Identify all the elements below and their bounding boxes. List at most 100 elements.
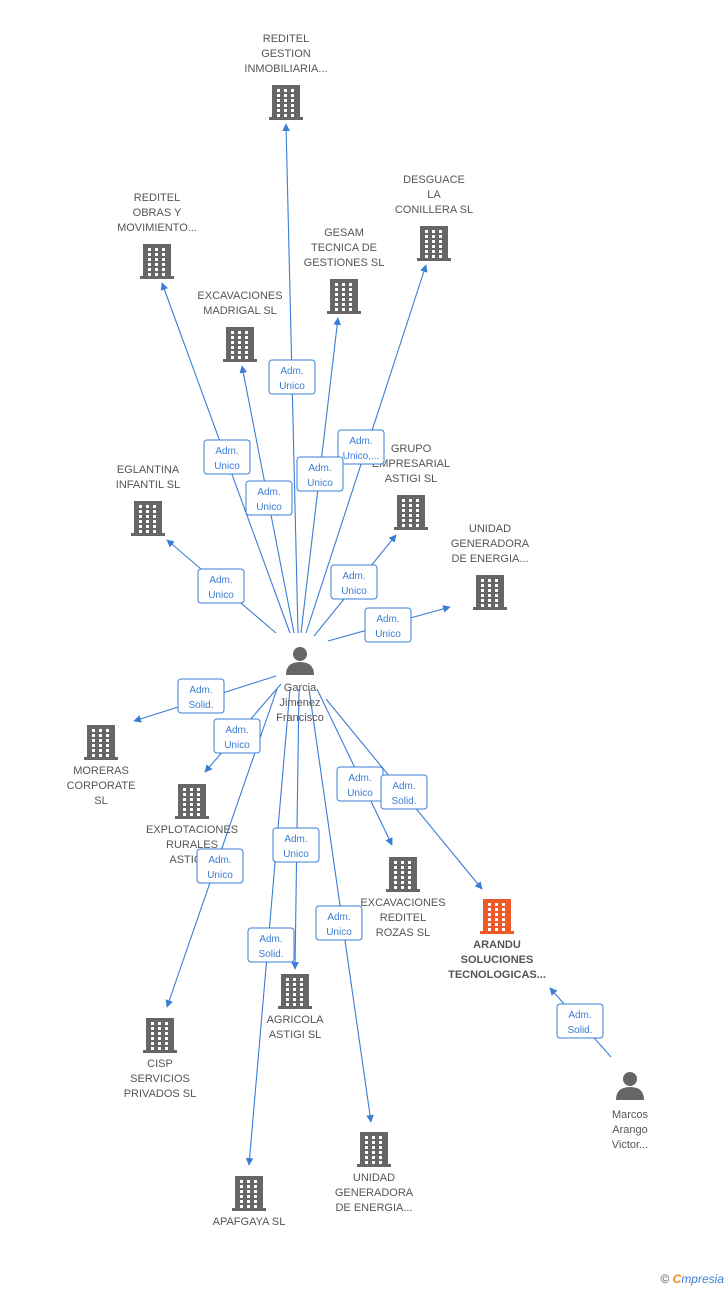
label-line: GENERADORA: [335, 1187, 414, 1199]
relation-label: Unico,...: [343, 451, 380, 462]
company-node-agricola-building-icon[interactable]: [278, 974, 312, 1009]
relation-badge[interactable]: Adm.Unico: [330, 564, 378, 600]
relation-label: Adm.: [392, 781, 415, 792]
label-line: CORPORATE: [67, 780, 136, 792]
label-line: LA: [427, 189, 441, 201]
relation-label: Adm.: [348, 773, 371, 784]
label-line: SL: [94, 795, 107, 807]
label-line: TECNICA DE: [311, 242, 377, 254]
relation-badge[interactable]: Adm. Unico: [245, 480, 293, 516]
relation-label: Adm.: [280, 366, 303, 377]
company-node-gesam-building-icon[interactable]: [327, 279, 361, 314]
company-node-arandu-building-icon[interactable]: [480, 899, 514, 934]
brand-logo-initial: C: [672, 1272, 682, 1286]
company-node-apafgaya-building-icon[interactable]: [232, 1176, 266, 1211]
relation-edge: [245, 688, 291, 1166]
relation-label: Adm.: [257, 487, 280, 498]
relation-label: Adm.: [208, 855, 231, 866]
label-line: EXCAVACIONES: [360, 897, 445, 909]
person-node-garcia-person-icon[interactable]: [286, 647, 314, 675]
label-line: UNIDAD: [469, 523, 511, 535]
relation-label: Unico: [279, 381, 305, 392]
relation-label: Adm.: [259, 934, 282, 945]
company-node-moreras-building-icon[interactable]: [84, 725, 118, 760]
relation-label: Adm.: [308, 463, 331, 474]
label-line: ARANDU: [473, 939, 521, 951]
label-line: PRIVADOS SL: [124, 1088, 197, 1100]
company-node-reditel-gestion-building-icon[interactable]: [269, 85, 303, 120]
relation-label: Adm.: [376, 614, 399, 625]
company-node-eglantina-building-icon[interactable]: [131, 501, 165, 536]
relation-badge[interactable]: Adm. Unico: [315, 905, 363, 941]
label-line: DESGUACE: [403, 174, 465, 186]
company-label-excavaciones-reditel: EXCAVACIONES REDITEL ROZAS SL: [360, 897, 445, 939]
relation-badge[interactable]: Adm.Solid.: [380, 774, 428, 810]
label-line: GRUPO: [391, 443, 432, 455]
label-line: REDITEL: [134, 192, 180, 204]
relation-label: Unico: [214, 461, 240, 472]
company-node-unidad-1-building-icon[interactable]: [473, 575, 507, 610]
copyright-symbol: ©: [660, 1272, 670, 1286]
relation-label: Unico: [326, 927, 352, 938]
label-line: MADRIGAL SL: [203, 305, 277, 317]
label-line: CISP: [147, 1058, 173, 1070]
relation-badge[interactable]: Adm.Unico: [196, 848, 244, 884]
label-line: REDITEL: [380, 912, 426, 924]
relation-badge[interactable]: Adm. Solid.: [247, 927, 295, 963]
label-line: Garcia: [284, 682, 317, 694]
relation-label: Adm.: [568, 1010, 591, 1021]
company-node-excavaciones-madrigal-building-icon[interactable]: [223, 327, 257, 362]
company-node-unidad-2-building-icon[interactable]: [357, 1132, 391, 1167]
company-node-desguace-building-icon[interactable]: [417, 226, 451, 261]
relation-label: Solid.: [258, 949, 283, 960]
relation-label: Adm.: [327, 912, 350, 923]
label-line: ROZAS SL: [376, 927, 430, 939]
relation-label: Unico: [256, 502, 282, 513]
relation-badge[interactable]: Adm. Unico: [268, 359, 316, 395]
company-node-excavaciones-reditel-building-icon[interactable]: [386, 857, 420, 892]
label-line: INFANTIL SL: [116, 479, 180, 491]
company-node-reditel-obras-building-icon[interactable]: [140, 244, 174, 279]
relation-badge[interactable]: Adm.Unico,...: [337, 429, 385, 465]
company-label-desguace: DESGUACE LA CONILLERA SL: [395, 174, 473, 216]
person-node-marcos-person-icon[interactable]: [616, 1072, 644, 1100]
label-line: MOVIMIENTO...: [117, 222, 197, 234]
company-label-apafgaya: APAFGAYA SL: [213, 1216, 286, 1228]
company-node-explotaciones-building-icon[interactable]: [175, 784, 209, 819]
label-line: Victor...: [612, 1139, 648, 1151]
label-line: Marcos: [612, 1109, 649, 1121]
label-line: DE ENERGIA...: [451, 553, 528, 565]
brand-logo-name: mpresia: [681, 1272, 724, 1286]
relation-badge[interactable]: Adm.Unico: [272, 827, 320, 863]
relation-label: Adm.: [209, 575, 232, 586]
relation-label: Adm.: [189, 685, 212, 696]
relation-badge[interactable]: Adm.Unico: [336, 766, 384, 802]
relation-badge[interactable]: Adm.Solid.: [556, 1003, 604, 1039]
company-node-grupo-astigi-building-icon[interactable]: [394, 495, 428, 530]
relation-label: Adm.: [215, 446, 238, 457]
relation-badge[interactable]: Adm.Unico: [296, 456, 344, 492]
relation-badge[interactable]: Adm.Unico: [364, 607, 412, 643]
label-line: CONILLERA SL: [395, 204, 473, 216]
relation-badge[interactable]: Adm. Unico: [203, 439, 251, 475]
relation-label: Adm.: [225, 725, 248, 736]
company-node-cisp-building-icon[interactable]: [143, 1018, 177, 1053]
relation-label: Unico: [224, 740, 250, 751]
label-line: Jimenez: [280, 697, 321, 709]
relation-badge[interactable]: Adm. Unico: [213, 718, 261, 754]
label-line: APAFGAYA SL: [213, 1216, 286, 1228]
relation-badge[interactable]: Adm.Unico: [197, 568, 245, 604]
relation-badge[interactable]: Adm.Solid.: [177, 678, 225, 714]
label-line: OBRAS Y: [133, 207, 182, 219]
